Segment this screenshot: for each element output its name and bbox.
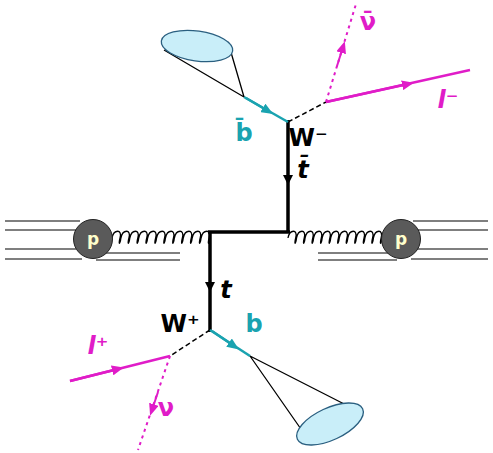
- b-quark-line: [244, 97, 288, 122]
- proton-circle: p: [73, 219, 113, 259]
- top-quark-line: [208, 120, 290, 332]
- particle-label: ν: [158, 396, 174, 420]
- neutrino-arrow: [337, 47, 343, 66]
- particle-label: l⁻: [438, 88, 459, 112]
- gluon-line: [112, 231, 382, 243]
- top-arrow: [209, 265, 211, 287]
- neutrino-line: [326, 4, 356, 102]
- w-boson: [288, 102, 326, 122]
- proton-circle: p: [381, 219, 421, 259]
- lepton-arrow: [70, 369, 118, 381]
- b-arrow: [246, 98, 268, 111]
- particle-label: p: [395, 231, 407, 248]
- b-quark-line: [210, 330, 250, 356]
- jet-cone: [250, 356, 369, 453]
- particle-label: b̄: [235, 121, 252, 145]
- lepton-arrow: [326, 84, 408, 102]
- particle-label: W⁻: [288, 126, 327, 150]
- jet-cone: [159, 26, 244, 97]
- particle-label: b: [245, 312, 262, 336]
- particle-label: l⁺: [88, 334, 109, 358]
- particle-label: p: [87, 231, 99, 248]
- neutrino-arrow: [152, 392, 158, 410]
- particle-label: t̄: [297, 158, 308, 182]
- antitop-arrow: [287, 155, 289, 180]
- particle-label: t: [220, 278, 231, 302]
- particle-label: W⁺: [160, 312, 199, 336]
- b-arrow: [212, 331, 234, 346]
- lepton-line: [70, 356, 170, 381]
- particle-label: ν̄: [360, 10, 376, 34]
